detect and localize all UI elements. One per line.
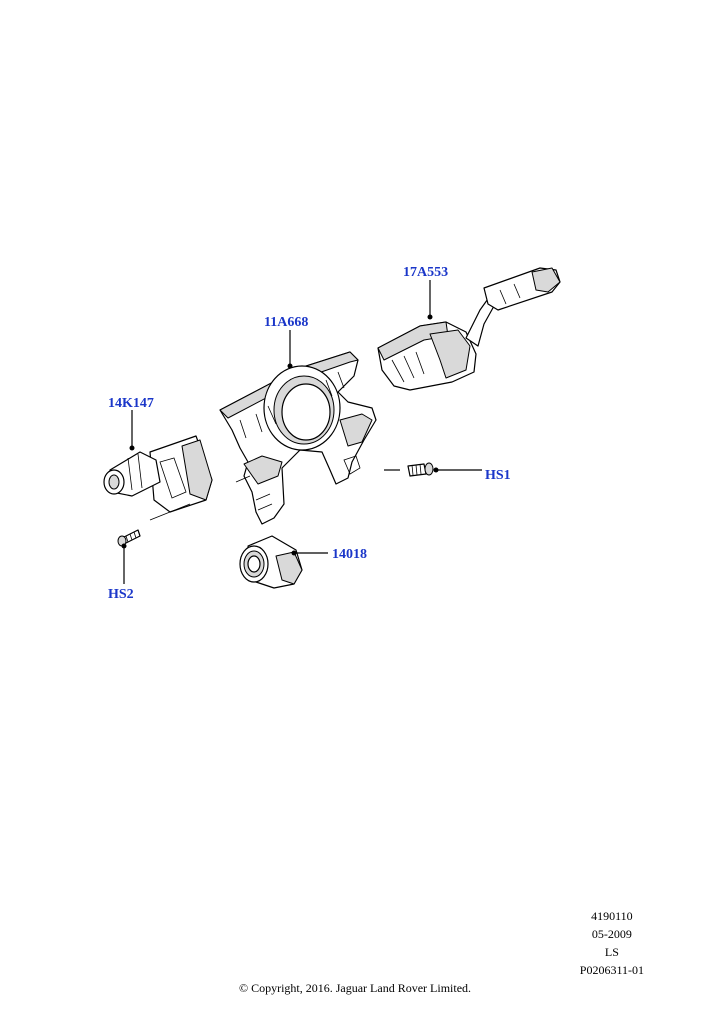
- copyright-notice: © Copyright, 2016. Jaguar Land Rover Lim…: [238, 981, 472, 995]
- reference-date: 05-2009: [591, 927, 632, 941]
- part-14K147-switch[interactable]: [103, 435, 251, 521]
- part-11A668-housing[interactable]: [219, 351, 377, 525]
- part-HS2-screw[interactable]: [117, 529, 141, 547]
- callout-HS1[interactable]: HS1: [485, 468, 511, 483]
- reference-code: LS: [604, 945, 619, 959]
- part-HS1-screw[interactable]: [407, 462, 434, 477]
- reference-illustration-id: P0206311-01: [579, 963, 644, 977]
- callout-17A553[interactable]: 17A553: [403, 265, 448, 280]
- drawing-reference-block: 4190110 05-2009 LS P0206311-01: [580, 907, 644, 979]
- reference-number: 4190110: [591, 909, 633, 923]
- callout-HS2[interactable]: HS2: [108, 587, 134, 602]
- part-17A553-switch[interactable]: [377, 267, 561, 391]
- callout-11A668[interactable]: 11A668: [264, 315, 308, 330]
- callout-14K147[interactable]: 14K147: [108, 396, 154, 411]
- leader-lines: [121, 280, 482, 584]
- callout-labels: 17A553 11A668 14K147 HS1 HS2 14018: [108, 265, 511, 602]
- part-14018-rotary-switch[interactable]: [239, 535, 303, 589]
- callout-14018[interactable]: 14018: [332, 547, 367, 562]
